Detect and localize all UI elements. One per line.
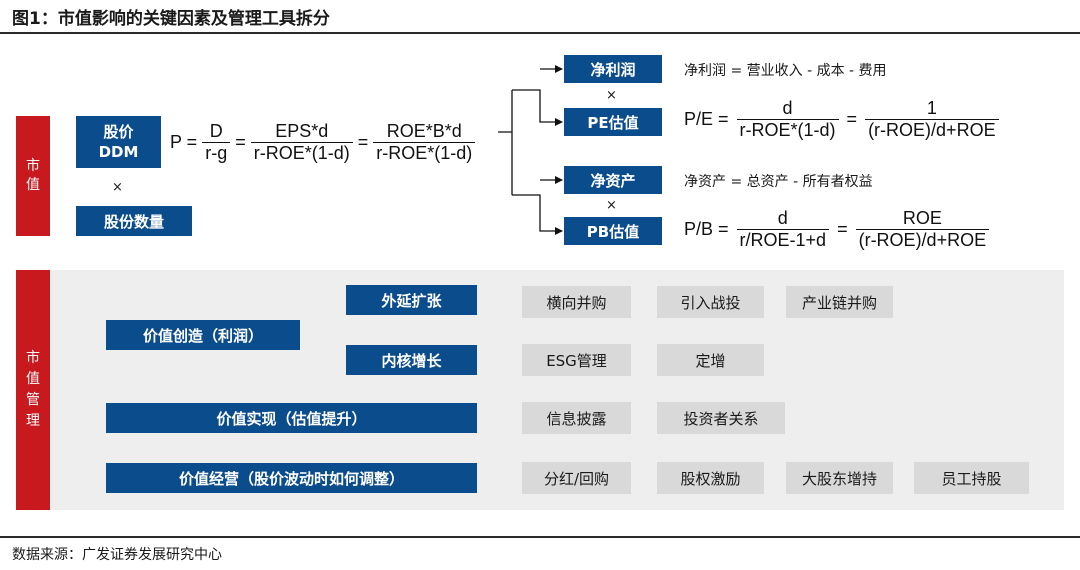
equals-sign: = — [357, 132, 369, 152]
fraction-denominator: r-g — [202, 142, 231, 164]
ddm-fraction-3: ROE*B*d r-ROE*(1-d) — [373, 121, 476, 164]
tool-investor-relations: 投资者关系 — [657, 402, 785, 434]
pb-valuation-box: PB估值 — [564, 217, 662, 245]
fraction-denominator: r-ROE*(1-d) — [736, 119, 839, 141]
fraction-numerator: D — [209, 121, 223, 141]
ddm-formula: P = D r-g = EPS*d r-ROE*(1-d) = ROE*B*d … — [170, 121, 476, 164]
ddm-price-box: 股价 DDM — [76, 116, 161, 168]
pe-formula: P/E = d r-ROE*(1-d) = 1 (r-ROE)/d+ROE — [684, 98, 999, 141]
fraction-numerator: d — [782, 98, 793, 118]
multiply-sign: × — [112, 180, 123, 195]
market-cap-label: 市 值 — [16, 116, 50, 236]
bracket-pe — [512, 89, 563, 126]
net-profit-box: 净利润 — [564, 55, 662, 83]
fraction-numerator: ROE*B*d — [386, 121, 462, 141]
tool-information-disclosure: 信息披露 — [522, 402, 631, 434]
equals-sign: = — [235, 132, 246, 152]
pe-fraction-1: d r-ROE*(1-d) — [736, 98, 839, 141]
tool-esg-management: ESG管理 — [522, 344, 631, 376]
pb-lhs: P/B = — [684, 219, 729, 239]
fraction-numerator: 1 — [926, 98, 937, 118]
pb-formula: P/B = d r/ROE-1+d = ROE (r-ROE)/d+ROE — [684, 208, 990, 251]
ddm-lhs: P = — [170, 132, 198, 152]
ddm-fraction-2: EPS*d r-ROE*(1-d) — [250, 121, 353, 164]
tool-equity-incentive: 股权激励 — [657, 462, 764, 494]
net-assets-box: 净资产 — [564, 166, 662, 194]
figure-title: 图1：市值影响的关键因素及管理工具拆分 — [12, 9, 330, 29]
value-creation-box: 价值创造（利润） — [106, 320, 300, 350]
tool-employee-stock-ownership: 员工持股 — [914, 462, 1029, 494]
equals-sign: = — [846, 109, 858, 129]
fraction-numerator: d — [777, 208, 788, 228]
tool-industry-chain-ma: 产业链并购 — [786, 286, 893, 318]
pe-fraction-2: 1 (r-ROE)/d+ROE — [865, 98, 999, 141]
net-profit-note: 净利润 = 营业收入 - 成本 - 费用 — [684, 63, 887, 79]
data-source: 数据来源：广发证券发展研究中心 — [12, 547, 222, 563]
multiply-sign: × — [606, 198, 617, 213]
pe-valuation-box: PE估值 — [564, 108, 662, 136]
pb-fraction-2: ROE (r-ROE)/d+ROE — [855, 208, 990, 251]
tool-major-shareholder-increase: 大股东增持 — [786, 462, 893, 494]
title-rule — [0, 32, 1080, 34]
bracket-pb — [512, 194, 563, 235]
pe-lhs: P/E = — [684, 109, 729, 129]
tool-dividend-buyback: 分红/回购 — [522, 462, 631, 494]
multiply-sign: × — [606, 88, 617, 103]
top-bracket — [498, 90, 513, 195]
tool-strategic-investor: 引入战投 — [657, 286, 764, 318]
fraction-denominator: (r-ROE)/d+ROE — [865, 119, 999, 141]
share-count-box: 股份数量 — [76, 206, 192, 236]
fraction-numerator: EPS*d — [275, 121, 329, 141]
fraction-denominator: r/ROE-1+d — [736, 229, 830, 251]
equals-sign: = — [837, 219, 848, 239]
market-cap-management-label: 市 值 管 理 — [16, 270, 50, 510]
ddm-fraction-1: D r-g — [202, 121, 231, 164]
internal-growth-box: 内核增长 — [346, 345, 477, 375]
fraction-denominator: r-ROE*(1-d) — [373, 142, 476, 164]
net-assets-note: 净资产 = 总资产 - 所有者权益 — [684, 174, 873, 190]
fraction-denominator: r-ROE*(1-d) — [250, 142, 353, 164]
footer-rule — [0, 536, 1080, 538]
value-operation-box: 价值经营（股价波动时如何调整） — [106, 463, 477, 493]
fraction-denominator: (r-ROE)/d+ROE — [855, 229, 990, 251]
value-realization-box: 价值实现（估值提升） — [106, 403, 477, 433]
fraction-numerator: ROE — [902, 208, 942, 228]
tool-horizontal-ma: 横向并购 — [522, 286, 631, 318]
tool-private-placement: 定增 — [657, 344, 764, 376]
pb-fraction-1: d r/ROE-1+d — [736, 208, 830, 251]
external-expansion-box: 外延扩张 — [346, 285, 477, 315]
